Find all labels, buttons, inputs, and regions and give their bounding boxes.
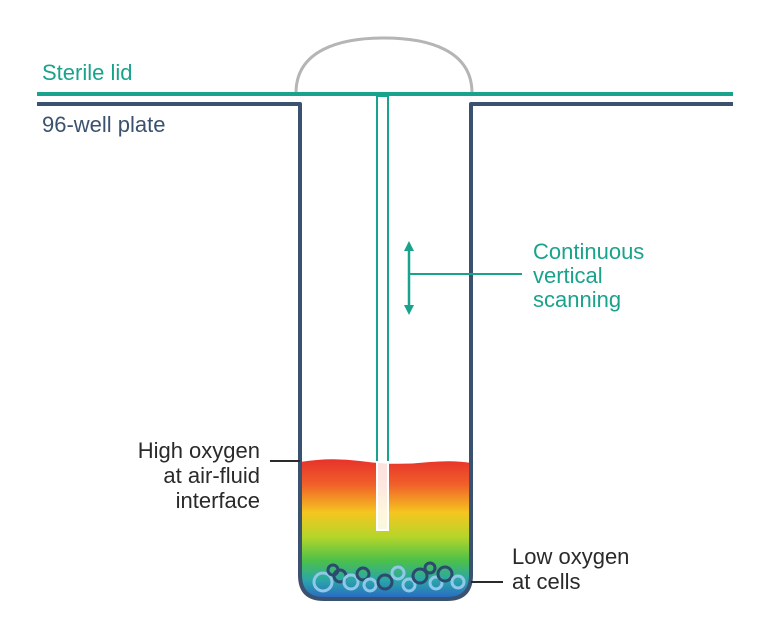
- low-oxygen-label-line-1: Low oxygen: [512, 544, 629, 569]
- scanning-label-line-2: vertical: [533, 263, 603, 288]
- lid-dome: [294, 36, 474, 94]
- sterile-lid-label: Sterile lid: [42, 60, 132, 85]
- cells: [312, 561, 466, 593]
- scanning-label-line-1: Continuous: [533, 239, 644, 264]
- sensor-tip-outline: [376, 461, 389, 531]
- high-oxygen-label-line-3: interface: [176, 488, 260, 513]
- high-oxygen-label-line-2: at air-fluid: [163, 463, 260, 488]
- high-oxygen-label-line-1: High oxygen: [138, 438, 260, 463]
- plate-label: 96-well plate: [42, 112, 166, 137]
- sensor-tip: [377, 462, 388, 530]
- plate-well-outline: [37, 102, 733, 601]
- low-oxygen-label-line-2: at cells: [512, 569, 580, 594]
- scanning-label-line-3: scanning: [533, 287, 621, 312]
